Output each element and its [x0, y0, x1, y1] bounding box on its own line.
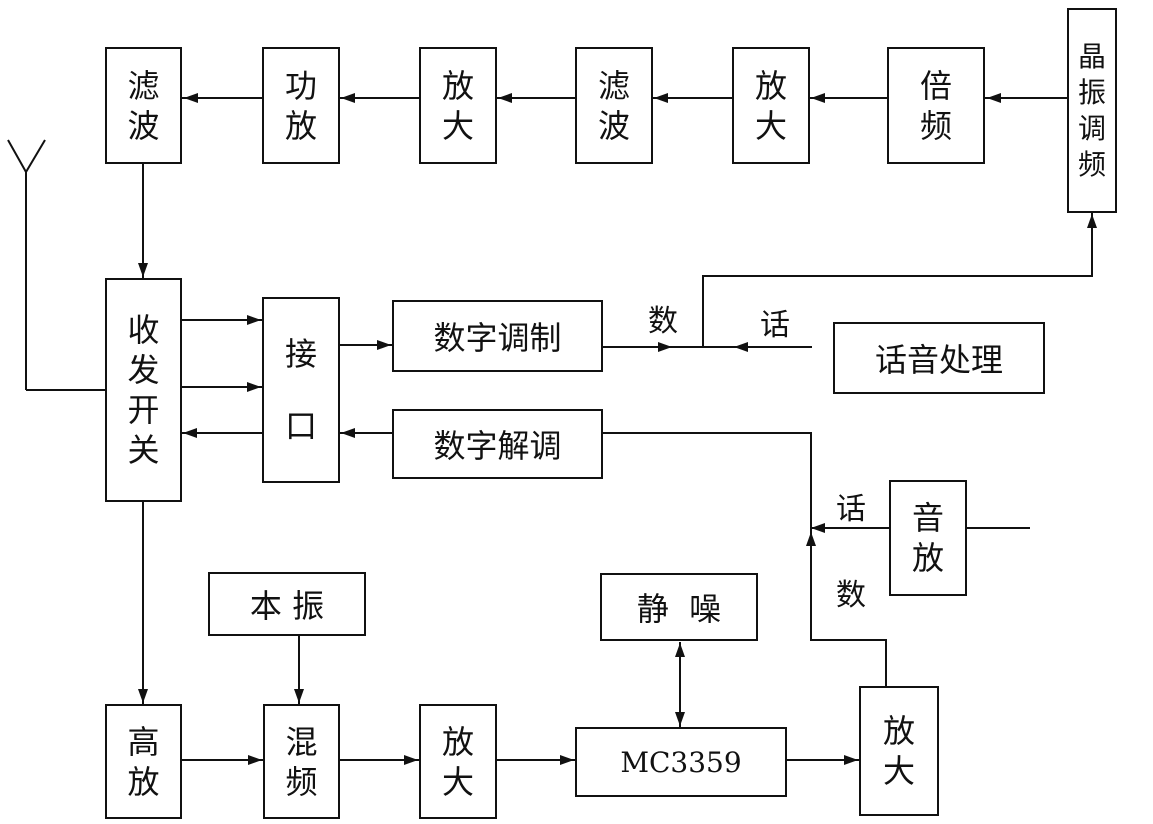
arrow-audio-junction: [811, 523, 825, 533]
speech-processing-block: 话音处理: [833, 322, 1045, 394]
crystal-fm-block-label: 晶 振 调 频: [1077, 39, 1106, 181]
arrow-into-squelch: [675, 643, 685, 657]
audio-amp-block: 音 放: [889, 480, 967, 596]
arrow-into-amp-out: [844, 755, 858, 765]
digital-demod-block-label: 数字解调: [433, 427, 562, 465]
tr-switch-block: 收 发 开 关: [105, 278, 182, 502]
mc3359-block: MC3359: [575, 727, 787, 797]
arrow-into-switch-top: [138, 263, 148, 277]
squelch-block-label: 静 噪: [636, 590, 722, 628]
audio-amp-block-label: 音 放: [911, 499, 944, 577]
wire-demod-junction: [603, 432, 887, 686]
arrow-into-multiplier: [987, 93, 1001, 103]
data-label-lower: 数: [836, 578, 866, 613]
arrow-into-interface-2: [247, 382, 261, 392]
interface-block: 接 口: [262, 297, 340, 483]
amp-out-block: 放 大: [859, 686, 939, 816]
arrow-into-mc3359: [560, 755, 574, 765]
amp-out-block-label: 放 大: [882, 712, 915, 790]
rf-amp-block-label: 高 放: [127, 722, 160, 801]
if-amp-block: 放 大: [419, 704, 497, 819]
speech-processing-block-label: 话音处理: [874, 341, 1003, 379]
rf-amp-block: 高 放: [105, 704, 182, 819]
filter-block-top: 滤 波: [105, 47, 182, 164]
wire-junction-crystal: [702, 213, 1093, 347]
digital-demod-block: 数字解调: [392, 409, 603, 479]
crystal-fm-block: 晶 振 调 频: [1067, 8, 1117, 213]
arrow-into-mod: [377, 340, 391, 350]
multiplier-block-label: 倍 频: [919, 66, 952, 145]
arrow-into-switch-side: [183, 428, 197, 438]
digital-mod-block-label: 数字调制: [433, 319, 562, 357]
arrow-into-crystal: [1087, 214, 1097, 228]
multiplier-block: 倍 频: [887, 47, 985, 164]
tr-switch-block-label: 收 发 开 关: [127, 311, 160, 469]
amp-block-top-2: 放 大: [732, 47, 810, 164]
power-amp-block-label: 功 放: [284, 66, 317, 145]
arrow-into-filter: [654, 93, 668, 103]
amp-block-top-2-label: 放 大: [754, 66, 787, 145]
local-osc-block: 本 振: [208, 572, 366, 636]
voice-label-lower: 话: [836, 492, 866, 527]
if-amp-block-label: 放 大: [441, 722, 474, 801]
arrow-into-mixer-side: [248, 755, 262, 765]
arrow-into-rfamp: [138, 689, 148, 703]
arrow-into-mixer-top: [294, 689, 304, 703]
arrow-mod-to-junction: [658, 342, 672, 352]
mixer-block-label: 混 频: [285, 722, 318, 801]
voice-label-upper: 话: [760, 308, 790, 343]
antenna-icon: [7, 139, 46, 174]
arrow-into-amp2: [811, 93, 825, 103]
arrow-speech-to-junction: [734, 342, 748, 352]
power-amp-block: 功 放: [262, 47, 340, 164]
mc3359-block-label: MC3359: [620, 745, 742, 779]
filter-block-mid-label: 滤 波: [597, 66, 630, 145]
interface-block-label: 接 口: [284, 335, 317, 445]
arrow-into-poweramp: [341, 93, 355, 103]
arrow-into-filter-top: [184, 93, 198, 103]
arrow-into-interface-3: [341, 428, 355, 438]
arrow-into-mc3359-top: [675, 712, 685, 726]
mixer-block: 混 频: [263, 704, 340, 819]
local-osc-block-label: 本 振: [249, 587, 325, 625]
amp-block-top-1: 放 大: [419, 47, 497, 164]
digital-mod-block: 数字调制: [392, 300, 603, 372]
data-label-upper: 数: [648, 304, 678, 339]
arrow-into-amp1: [498, 93, 512, 103]
arrowheads: [138, 93, 1097, 765]
arrow-up-audio-junction: [806, 532, 816, 546]
arrow-into-ifamp: [404, 755, 418, 765]
arrow-into-interface-1: [247, 315, 261, 325]
filter-block-mid: 滤 波: [575, 47, 653, 164]
amp-block-top-1-label: 放 大: [441, 66, 474, 145]
filter-block-top-label: 滤 波: [127, 66, 160, 145]
squelch-block: 静 噪: [600, 573, 758, 641]
